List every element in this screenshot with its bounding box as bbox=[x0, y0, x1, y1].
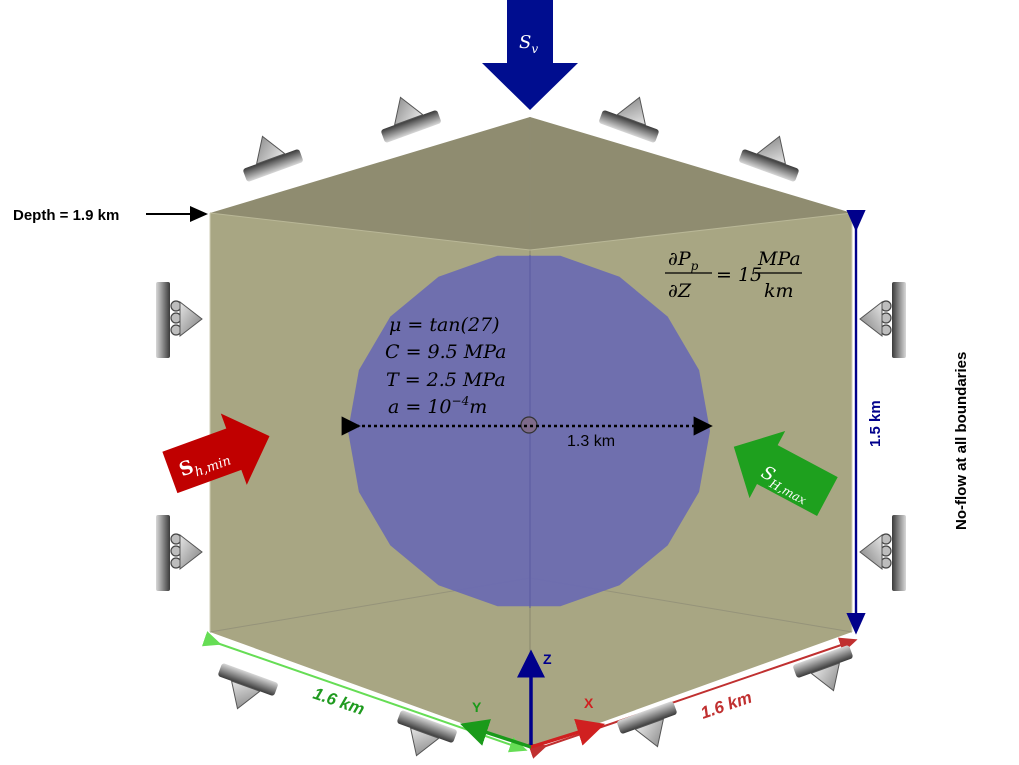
param-t: T = 2.5 MPa bbox=[386, 369, 506, 391]
right-support-upper bbox=[859, 282, 906, 358]
param-a: a = 10−4m bbox=[388, 394, 487, 418]
coordinate-axes: Z Y X bbox=[460, 649, 606, 749]
depth-indicator: Depth = 1.9 km bbox=[13, 206, 208, 224]
y-axis bbox=[460, 719, 532, 749]
gradient-value: = 15 bbox=[716, 264, 762, 286]
gradient-denominator: ∂Z bbox=[668, 280, 692, 302]
depth-label: Depth = 1.9 km bbox=[13, 207, 119, 224]
sh-max-stress-arrow bbox=[733, 431, 838, 516]
x-axis bbox=[530, 718, 606, 749]
center-point bbox=[520, 416, 538, 434]
pore-pressure-gradient: ∂Pp ∂Z = 15 MPa km bbox=[665, 248, 802, 302]
height-label: 1.5 km bbox=[867, 400, 884, 447]
height-dimension: 1.5 km bbox=[846, 210, 884, 635]
x-axis-label: X bbox=[584, 695, 594, 711]
diameter-label: 1.3 km bbox=[567, 433, 615, 450]
width-label-left: 1.6 km bbox=[311, 684, 367, 719]
top-support-right-inner bbox=[599, 96, 659, 143]
param-mu: μ = tan(27) bbox=[389, 314, 500, 336]
width-label-right: 1.6 km bbox=[698, 688, 754, 723]
boundary-supports bbox=[156, 96, 906, 757]
right-support-lower bbox=[859, 515, 906, 591]
box-edge bbox=[529, 212, 853, 251]
top-support-left-outer bbox=[243, 135, 303, 182]
left-support-upper bbox=[156, 282, 203, 358]
left-support-lower bbox=[156, 515, 203, 591]
bottom-support-right-outer bbox=[793, 645, 853, 692]
top-support-right-outer bbox=[739, 135, 799, 182]
param-c: C = 9.5 MPa bbox=[385, 341, 507, 363]
sv-label: Sv bbox=[519, 32, 538, 56]
z-axis-label: Z bbox=[543, 651, 552, 667]
bottom-support-left-inner bbox=[397, 710, 457, 757]
top-support-left-inner bbox=[381, 96, 441, 143]
bottom-support-right-inner bbox=[617, 701, 677, 748]
unit-numerator: MPa bbox=[757, 248, 801, 270]
no-flow-label: No-flow at all boundaries bbox=[953, 352, 970, 530]
sv-stress-arrow: Sv bbox=[482, 0, 578, 110]
y-axis-label: Y bbox=[472, 699, 482, 715]
material-parameters: μ = tan(27) C = 9.5 MPa T = 2.5 MPa a = … bbox=[385, 314, 507, 418]
gradient-numerator: ∂Pp bbox=[668, 248, 699, 273]
box-top-face bbox=[210, 117, 852, 250]
unit-denominator: km bbox=[764, 280, 794, 302]
bottom-support-left-outer bbox=[218, 663, 278, 710]
box-edge bbox=[209, 212, 531, 251]
